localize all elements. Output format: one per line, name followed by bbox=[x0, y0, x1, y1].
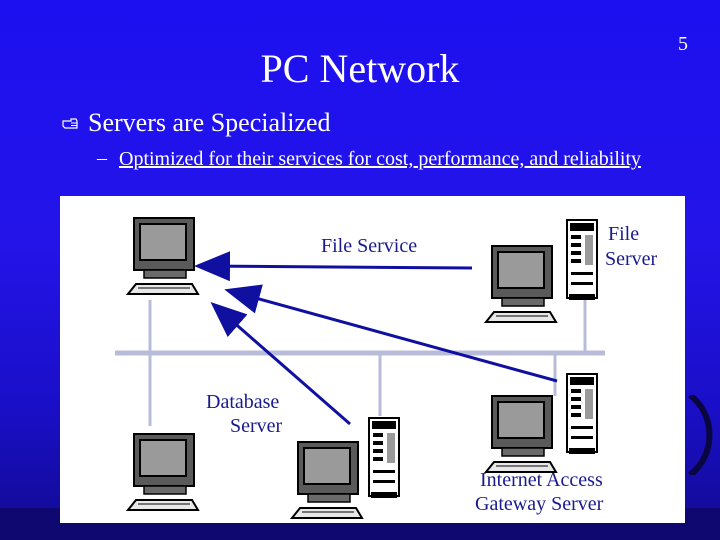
client-pc-top-icon bbox=[127, 217, 199, 295]
arrow-file-service bbox=[194, 251, 473, 282]
diagram-canvas bbox=[115, 217, 605, 519]
arrow-gateway bbox=[224, 284, 558, 383]
database-tower-icon bbox=[368, 417, 400, 499]
gateway-tower-icon bbox=[566, 373, 598, 455]
database-label-line2: Server bbox=[230, 415, 283, 437]
file-server-label-line2: Server bbox=[605, 248, 658, 270]
gateway-label-line2: Gateway Server bbox=[475, 493, 604, 515]
file-server-label-line1: File bbox=[608, 223, 640, 245]
network-diagram: File Service File Server Database Server… bbox=[60, 196, 685, 523]
file-server-pc-icon bbox=[485, 245, 557, 323]
corner-decoration bbox=[688, 395, 713, 475]
sub-bullet-dash: – bbox=[97, 147, 107, 169]
bullet-text: Servers are Specialized bbox=[88, 108, 331, 137]
gateway-label-line1: Internet Access bbox=[480, 469, 603, 491]
gateway-pc-icon bbox=[485, 395, 557, 473]
arrow-database bbox=[210, 302, 351, 426]
client-pc-bottom-icon bbox=[127, 433, 199, 511]
file-service-label: File Service bbox=[321, 235, 418, 257]
page-number: 5 bbox=[678, 33, 688, 55]
database-label-line1: Database bbox=[206, 391, 280, 413]
pointing-hand-icon bbox=[62, 118, 78, 129]
sub-bullet-text: Optimized for their services for cost, p… bbox=[119, 148, 642, 170]
database-pc-icon bbox=[291, 441, 363, 519]
file-server-tower-icon bbox=[566, 219, 598, 301]
title-text: PC Network bbox=[260, 46, 460, 91]
slide-title: PC Network bbox=[0, 45, 720, 92]
